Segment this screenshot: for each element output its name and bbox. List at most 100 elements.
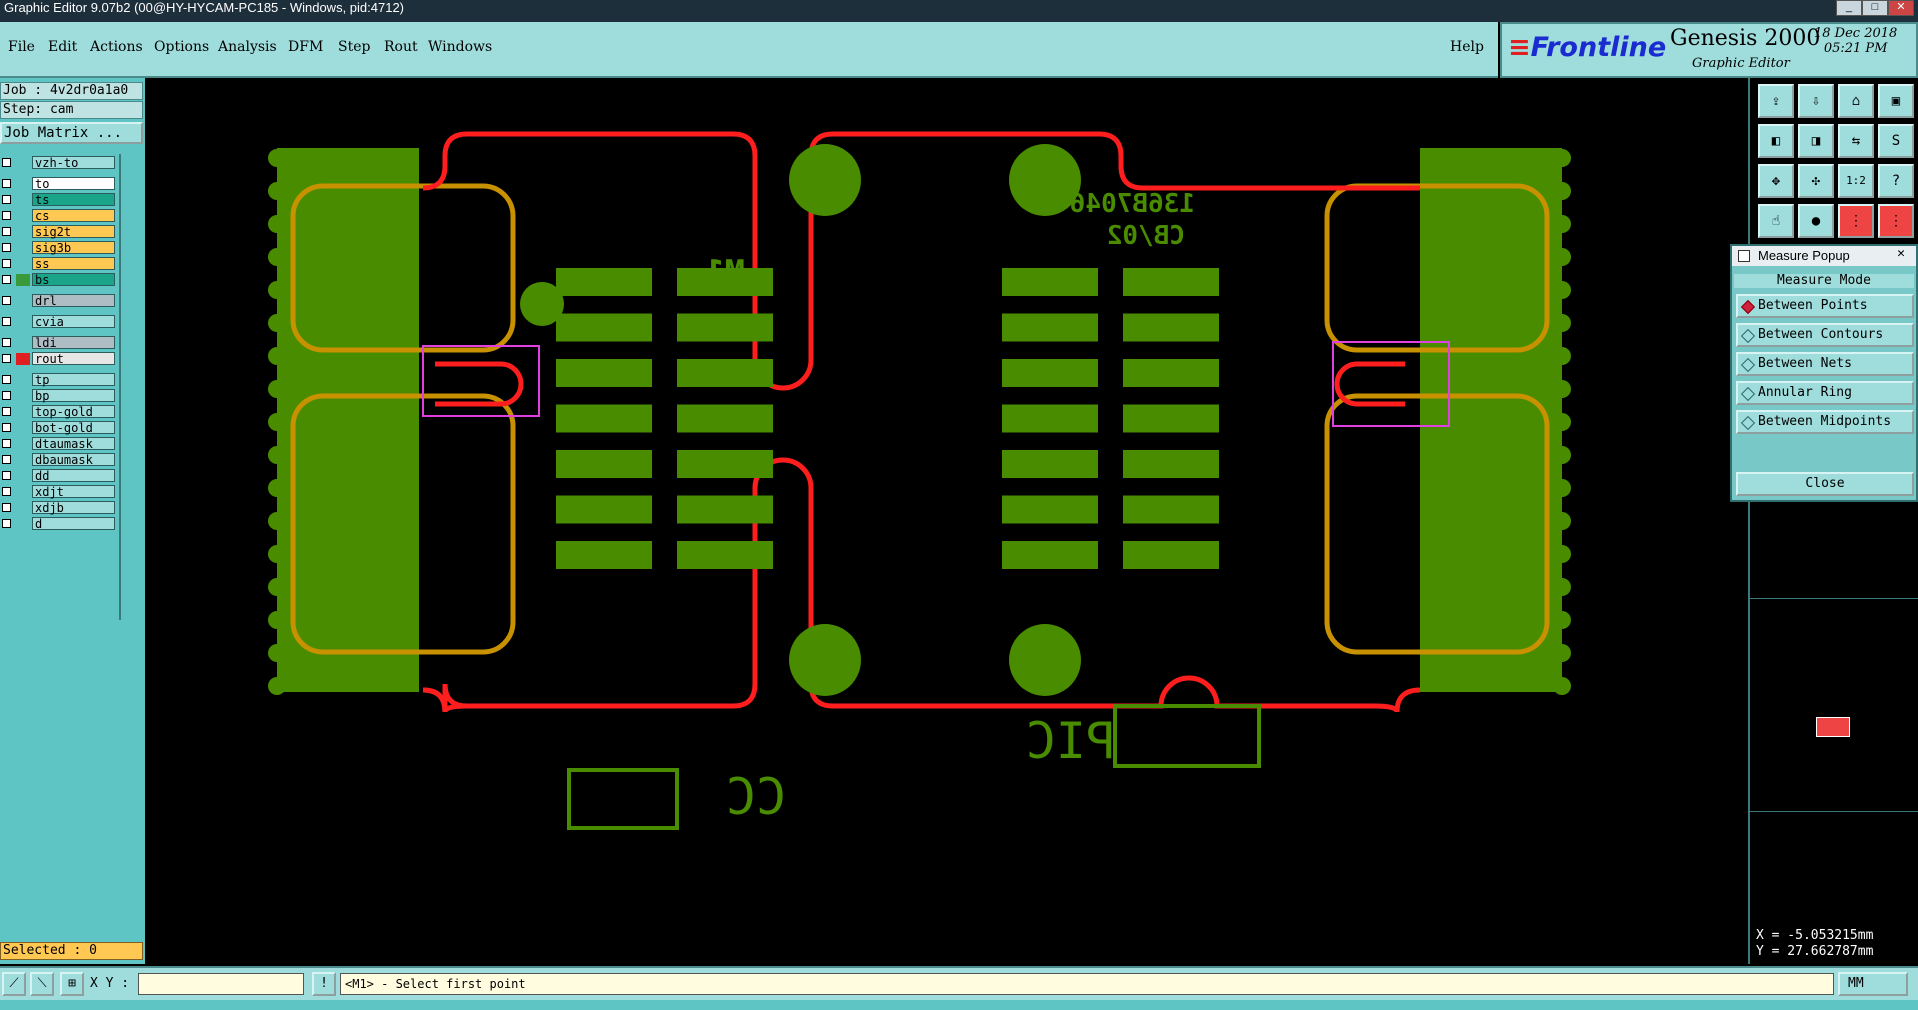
measure-option[interactable]: Between Contours (1736, 323, 1914, 347)
layer-row[interactable]: to (0, 177, 118, 191)
layer-color-swatch[interactable] (16, 194, 30, 206)
layer-name[interactable]: drl (32, 294, 115, 308)
layer-color-swatch[interactable] (16, 502, 30, 514)
xy-input[interactable] (138, 973, 304, 995)
layer-row[interactable]: xdjb (0, 501, 118, 515)
layer-color-swatch[interactable] (16, 258, 30, 270)
layer-name[interactable]: d (32, 517, 115, 531)
layer-color-swatch[interactable] (16, 438, 30, 450)
layer-color-swatch[interactable] (16, 337, 30, 349)
center-icon[interactable]: ✣ (1798, 164, 1834, 198)
mirror-icon[interactable]: ⇆ (1838, 124, 1874, 158)
import-icon[interactable]: ⇪ (1758, 84, 1794, 118)
layer-checkbox[interactable] (2, 259, 11, 268)
layer-checkbox[interactable] (2, 211, 11, 220)
layer-checkbox[interactable] (2, 503, 11, 512)
minimap-viewport[interactable] (1816, 717, 1850, 737)
layer-row[interactable]: vzh-to (0, 156, 118, 170)
home-icon[interactable]: ⌂ (1838, 84, 1874, 118)
layer-name[interactable]: cvia (32, 315, 115, 329)
layer-checkbox[interactable] (2, 158, 11, 167)
mini-map[interactable] (1750, 598, 1918, 812)
layer-row[interactable]: dbaumask (0, 453, 118, 467)
layer-name[interactable]: ldi (32, 336, 115, 350)
layer-row[interactable]: ldi (0, 336, 118, 350)
layer-name[interactable]: top-gold (32, 405, 115, 419)
layer-color-swatch[interactable] (16, 406, 30, 418)
right-icon[interactable]: ◨ (1798, 124, 1834, 158)
unit-selector[interactable]: MM (1838, 972, 1908, 996)
layer-row[interactable]: top-gold (0, 405, 118, 419)
layer-name[interactable]: ts (32, 193, 115, 207)
layer-name[interactable]: rout (32, 352, 115, 366)
menu-actions[interactable]: Actions (90, 39, 143, 55)
layer-color-swatch[interactable] (16, 454, 30, 466)
export-icon[interactable]: ⇩ (1798, 84, 1834, 118)
measure-option[interactable]: Between Nets (1736, 352, 1914, 376)
layer-row[interactable]: bot-gold (0, 421, 118, 435)
layer-checkbox[interactable] (2, 195, 11, 204)
layer-checkbox[interactable] (2, 455, 11, 464)
layer-checkbox[interactable] (2, 487, 11, 496)
layer-checkbox[interactable] (2, 243, 11, 252)
layer-checkbox[interactable] (2, 471, 11, 480)
menu-help[interactable]: Help (1450, 39, 1484, 55)
layer-checkbox[interactable] (2, 275, 11, 284)
layer-row[interactable]: bs (0, 273, 118, 287)
layer-name[interactable]: xdjb (32, 501, 115, 515)
layer-name[interactable]: cs (32, 209, 115, 223)
layer-checkbox[interactable] (2, 423, 11, 432)
layer-row[interactable]: rout (0, 352, 118, 366)
ratio-icon[interactable]: 1:2 (1838, 164, 1874, 198)
layer-checkbox[interactable] (2, 227, 11, 236)
info-icon[interactable]: ! (312, 972, 336, 996)
layer-name[interactable]: to (32, 177, 115, 191)
help-icon[interactable]: ? (1878, 164, 1914, 198)
layer-row[interactable]: sig2t (0, 225, 118, 239)
layer-color-swatch[interactable] (16, 353, 30, 365)
zoom-fit-icon[interactable]: ✥ (1758, 164, 1794, 198)
layer-row[interactable]: ts (0, 193, 118, 207)
layer-color-swatch[interactable] (16, 518, 30, 530)
minimize-button[interactable]: _ (1836, 0, 1862, 16)
layer-row[interactable]: cvia (0, 315, 118, 329)
layer-row[interactable]: cs (0, 209, 118, 223)
layer-checkbox[interactable] (2, 391, 11, 400)
measure-icon[interactable]: ⋮ (1838, 204, 1874, 238)
layer-name[interactable]: dd (32, 469, 115, 483)
layer-color-swatch[interactable] (16, 274, 30, 286)
layer-color-swatch[interactable] (16, 374, 30, 386)
layer-color-swatch[interactable] (16, 390, 30, 402)
layer-name[interactable]: dtaumask (32, 437, 115, 451)
layer-checkbox[interactable] (2, 375, 11, 384)
layer-row[interactable]: xdjt (0, 485, 118, 499)
layer-row[interactable]: ss (0, 257, 118, 271)
layer-name[interactable]: sig3b (32, 241, 115, 255)
hand-icon[interactable]: ☝ (1758, 204, 1794, 238)
layer-row[interactable]: drl (0, 294, 118, 308)
maximize-button[interactable]: □ (1862, 0, 1888, 16)
menu-edit[interactable]: Edit (48, 39, 78, 55)
layer-checkbox[interactable] (2, 439, 11, 448)
menu-rout[interactable]: Rout (384, 39, 418, 55)
menu-options[interactable]: Options (154, 39, 210, 55)
graphic-canvas[interactable]: M1 136B7046 CB/02 CC PIC (145, 78, 1747, 964)
measure-alt-icon[interactable]: ⋮ (1878, 204, 1914, 238)
layer-name[interactable]: xdjt (32, 485, 115, 499)
layer-row[interactable]: dtaumask (0, 437, 118, 451)
layer-name[interactable]: sig2t (32, 225, 115, 239)
window-icon[interactable]: ▣ (1878, 84, 1914, 118)
menu-analysis[interactable]: Analysis (218, 39, 277, 55)
layer-checkbox[interactable] (2, 519, 11, 528)
close-window-button[interactable]: ✕ (1888, 0, 1914, 16)
layer-row[interactable]: tp (0, 373, 118, 387)
grid-icon[interactable]: ⊞ (60, 972, 84, 996)
measure-option[interactable]: Annular Ring (1736, 381, 1914, 405)
layer-checkbox[interactable] (2, 407, 11, 416)
layer-row[interactable]: bp (0, 389, 118, 403)
menu-step[interactable]: Step (338, 39, 371, 55)
zoom-line-icon[interactable]: ⟍ (30, 972, 54, 996)
close-button[interactable]: Close (1736, 472, 1914, 496)
layer-name[interactable]: bs (32, 273, 115, 287)
job-matrix-button[interactable]: Job Matrix ... (0, 122, 143, 144)
